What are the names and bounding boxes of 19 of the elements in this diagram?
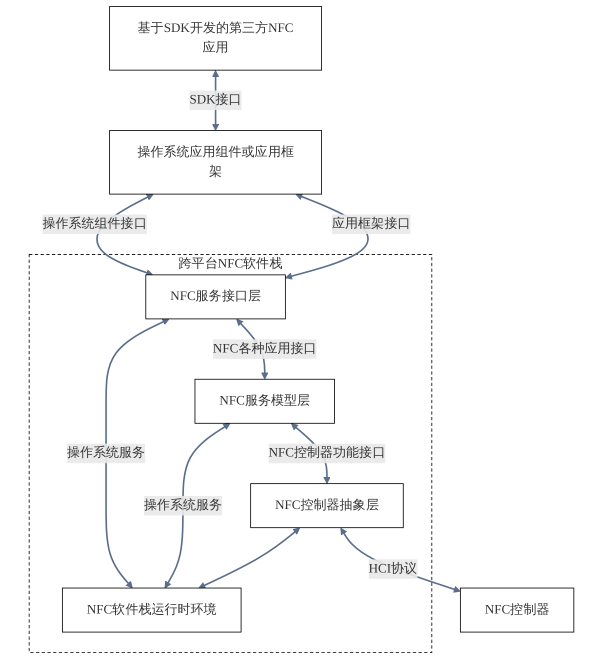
node-box: NFC控制器 bbox=[460, 588, 574, 632]
arrow bbox=[105, 318, 170, 588]
node-box: NFC软件栈运行时环境 bbox=[62, 588, 242, 632]
edge-label: HCI协议 bbox=[368, 562, 418, 576]
edge-label: NFC各种应用接口 bbox=[212, 342, 317, 356]
edge-label: 操作系统服务 bbox=[144, 498, 222, 512]
node-box: 基于SDK开发的第三方NFC应用 bbox=[109, 6, 322, 71]
edge-label: SDK接口 bbox=[189, 92, 242, 107]
edge-label: 操作系统服务 bbox=[66, 446, 146, 460]
arrow bbox=[198, 528, 300, 589]
arrow bbox=[164, 423, 230, 588]
edge-label: NFC控制器功能接口 bbox=[268, 446, 386, 460]
edge-label: 应用框架接口 bbox=[332, 216, 410, 231]
node-box: NFC服务模型层 bbox=[194, 378, 335, 424]
edge-label: 操作系统组件接口 bbox=[42, 216, 147, 231]
node-box: 操作系统应用组件或应用框架 bbox=[109, 130, 322, 195]
node-box: NFC控制器抽象层 bbox=[250, 483, 404, 528]
arrow bbox=[340, 528, 461, 593]
node-box: NFC服务接口层 bbox=[145, 274, 286, 320]
